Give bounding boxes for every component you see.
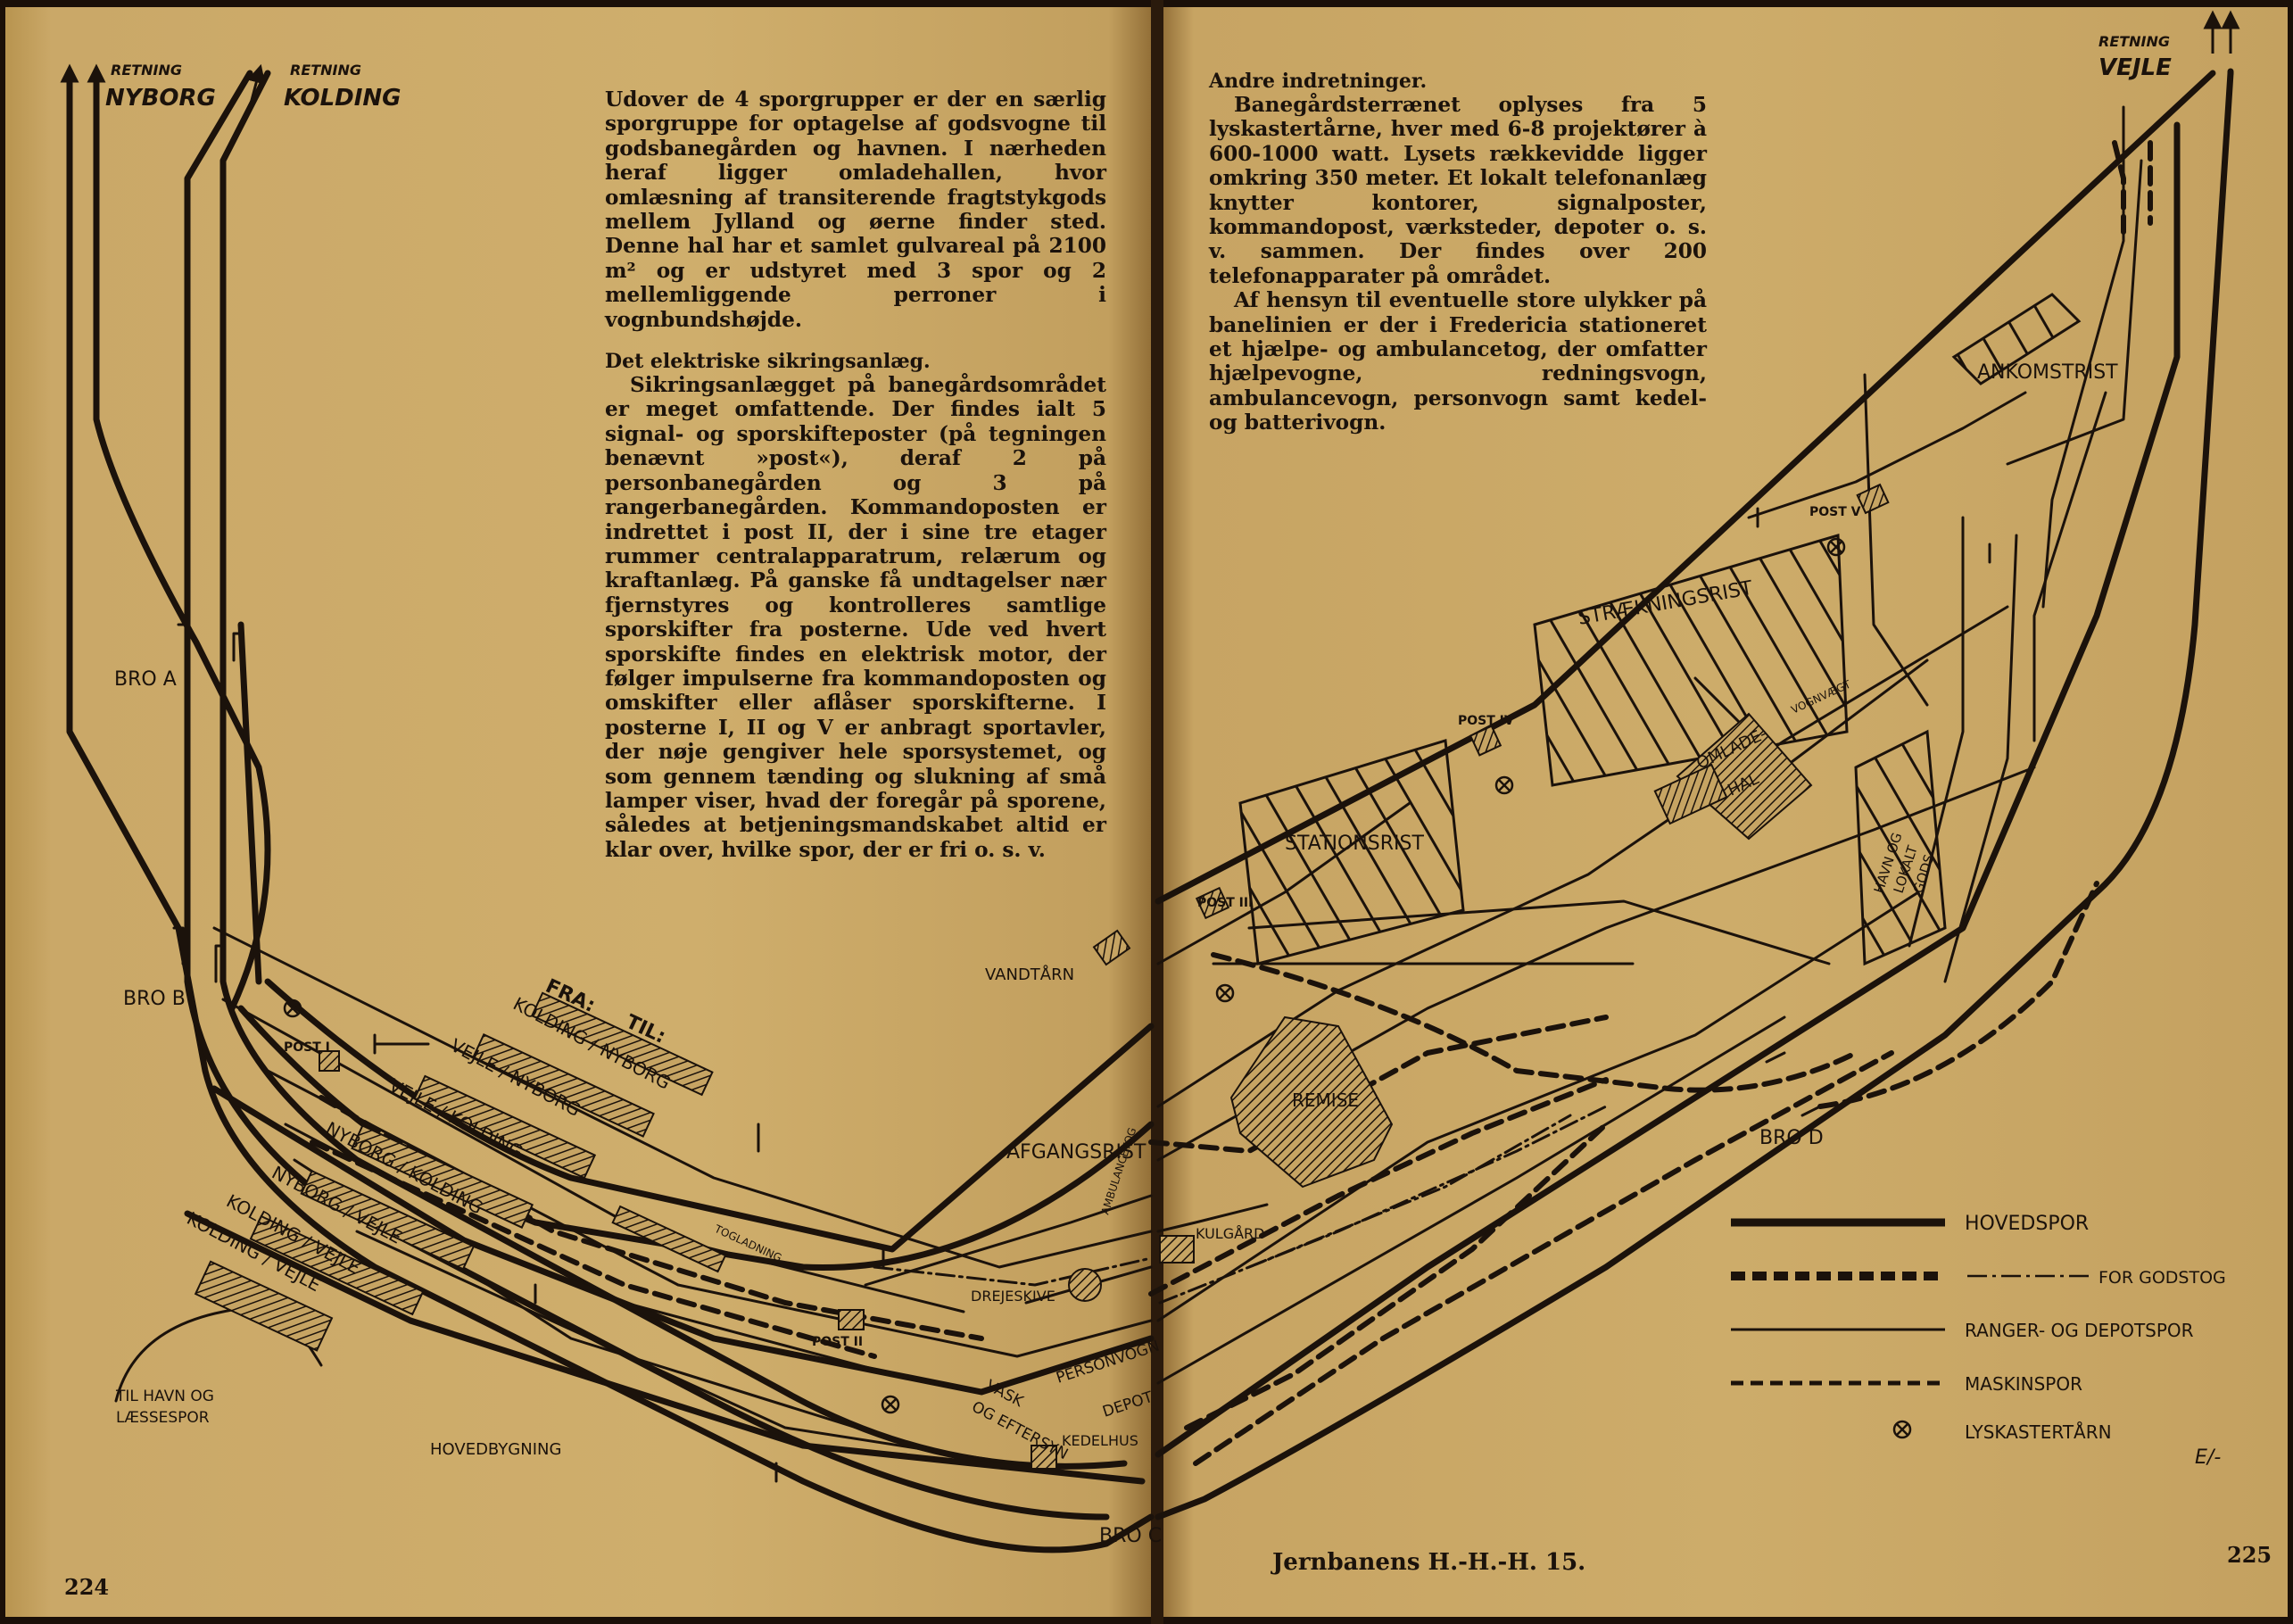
svg-text:LÆSSESPOR: LÆSSESPOR bbox=[116, 1409, 210, 1427]
svg-text:VANDTÅRN: VANDTÅRN bbox=[985, 965, 1074, 984]
sikring-paragraph: Sikringsanlægget på banegårdsområdet er … bbox=[605, 373, 1106, 862]
freight-tracks bbox=[873, 1105, 1608, 1305]
svg-text:BRO B: BRO B bbox=[123, 988, 186, 1010]
bridge-markers bbox=[172, 623, 1822, 1117]
vandtaarn-building bbox=[1092, 929, 1131, 966]
section-heading-sikring: Det elektriske sikringsanlæg. bbox=[605, 350, 931, 374]
nyborg-line-2 bbox=[93, 70, 271, 1012]
svg-text:DEPOT: DEPOT bbox=[1100, 1388, 1155, 1421]
buffer-stops bbox=[373, 507, 1991, 1483]
svg-text:POST II: POST II bbox=[812, 1335, 863, 1349]
hatched-areas bbox=[1238, 293, 2082, 966]
svg-text:ANKOMSTRIST: ANKOMSTRIST bbox=[1977, 361, 2118, 384]
kedelhus-building bbox=[1031, 1445, 1057, 1470]
post-i-building bbox=[319, 1050, 340, 1072]
left-page-number: 224 bbox=[64, 1574, 110, 1600]
omladehal-building bbox=[1676, 712, 1813, 841]
svg-text:STATIONSRIST: STATIONSRIST bbox=[1285, 833, 1424, 855]
svg-text:KULGÅRD: KULGÅRD bbox=[1196, 1225, 1264, 1242]
svg-text:BRO D: BRO D bbox=[1759, 1127, 1824, 1149]
svg-text:TIL HAVN OG: TIL HAVN OG bbox=[115, 1388, 214, 1405]
map-legend: HOVEDSPOR FOR GODSTOG RANGER- OG DEPOTSP… bbox=[1731, 1213, 2226, 1443]
svg-text:POST IV: POST IV bbox=[1458, 714, 1514, 728]
svg-text:AFGANGSRIST: AFGANGSRIST bbox=[1006, 1141, 1146, 1164]
main-tracks bbox=[66, 68, 2234, 1554]
svg-text:VEJLE: VEJLE bbox=[2098, 54, 2172, 81]
andre-paragraph-2: Af hensyn til eventuelle store ulykker p… bbox=[1209, 288, 1707, 435]
svg-text:RETNING: RETNING bbox=[111, 62, 182, 79]
post-ii-building bbox=[838, 1309, 865, 1330]
kulgaard-building bbox=[1159, 1235, 1195, 1264]
page-footer: Jernbanens H.-H.-H. 15. bbox=[1272, 1549, 1586, 1576]
svg-text:POST III: POST III bbox=[1197, 896, 1253, 910]
drejeskive-turntable bbox=[1068, 1268, 1102, 1302]
machine-tracks bbox=[310, 140, 2153, 1466]
left-text-block: Udover de 4 sporgrupper er der en særlig… bbox=[605, 87, 1106, 862]
andre-paragraph-1: Banegårdsterrænet oplyses fra 5 lyskaste… bbox=[1209, 93, 1707, 288]
svg-text:HOVEDSPOR: HOVEDSPOR bbox=[1965, 1213, 2089, 1235]
svg-text:RETNING: RETNING bbox=[2098, 33, 2170, 50]
right-page-number: 225 bbox=[2227, 1542, 2272, 1568]
svg-text:RANGER- OG DEPOTSPOR: RANGER- OG DEPOTSPOR bbox=[1965, 1320, 2194, 1341]
svg-text:E/-: E/- bbox=[2195, 1446, 2221, 1469]
svg-text:HOVEDBYGNING: HOVEDBYGNING bbox=[430, 1440, 561, 1459]
ranger-tracks bbox=[114, 105, 2143, 1474]
svg-text:KOLDING: KOLDING bbox=[284, 85, 401, 112]
remise-building bbox=[1229, 1015, 1394, 1189]
intro-paragraph: Udover de 4 sporgrupper er der en særlig… bbox=[605, 87, 1106, 332]
left-page bbox=[5, 7, 1155, 1617]
svg-text:POST I: POST I bbox=[284, 1040, 330, 1055]
svg-text:DREJESKIVE: DREJESKIVE bbox=[971, 1288, 1055, 1305]
right-text-block: Andre indretninger. Banegårdsterrænet op… bbox=[1209, 70, 1707, 435]
section-heading-andre: Andre indretninger. bbox=[1209, 70, 1428, 93]
platforms bbox=[194, 991, 727, 1352]
svg-text:POST V: POST V bbox=[1809, 505, 1861, 519]
svg-text:RETNING: RETNING bbox=[290, 62, 361, 79]
floodlight-tower-icons bbox=[283, 537, 1846, 1414]
svg-text:BRO A: BRO A bbox=[114, 668, 177, 691]
book-gutter bbox=[1151, 0, 1163, 1624]
svg-text:REMISE: REMISE bbox=[1292, 1090, 1359, 1111]
svg-text:FOR GODSTOG: FOR GODSTOG bbox=[2098, 1268, 2226, 1288]
svg-text:KEDELHUS: KEDELHUS bbox=[1062, 1432, 1138, 1449]
svg-text:LYSKASTERTÅRN: LYSKASTERTÅRN bbox=[1965, 1421, 2112, 1443]
direction-arrows bbox=[60, 10, 2240, 108]
svg-text:MASKINSPOR: MASKINSPOR bbox=[1965, 1373, 2082, 1395]
svg-text:BRO C: BRO C bbox=[1099, 1525, 1162, 1547]
buildings bbox=[194, 483, 1890, 1470]
svg-text:OG EFTERSYN: OG EFTERSYN bbox=[969, 1398, 1071, 1464]
svg-text:NYBORG: NYBORG bbox=[105, 85, 216, 112]
legend-lyskaster-icon bbox=[1892, 1420, 1912, 1439]
